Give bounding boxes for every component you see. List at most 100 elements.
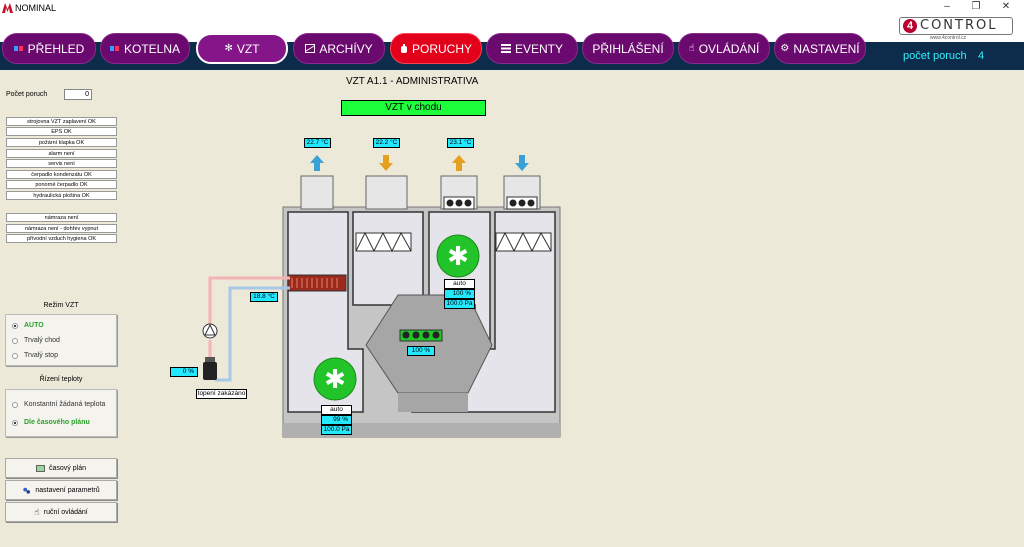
nav-poruchy[interactable]: PORUCHY xyxy=(390,33,482,64)
events-icon xyxy=(500,44,511,53)
snowflake-icon: ✻ xyxy=(224,43,233,54)
arrow-down-icon xyxy=(379,155,393,171)
supply-fan-icon: ✱ xyxy=(313,357,357,401)
manual-control-button[interactable]: ☝ ruční ovládání xyxy=(5,502,117,522)
nav-archivy[interactable]: ARCHÍVY xyxy=(293,33,385,64)
schedule-button-label: časový plán xyxy=(49,464,86,472)
mode-radio-group: AUTO Trvalý chod Trvalý stop xyxy=(5,314,117,366)
supply-fan-mode[interactable]: auto xyxy=(321,405,352,415)
exhaust-fan-icon: ✱ xyxy=(436,234,480,278)
mode-continuous-label: Trvalý chod xyxy=(24,337,60,344)
temp-control-radio-group: Konstantní žádaná teplota Dle časového p… xyxy=(5,389,117,437)
parameters-button-label: nastavení parametrů xyxy=(35,486,100,494)
alarm-icon xyxy=(400,43,407,53)
status-row: strojovna VZT zaplavení OK xyxy=(6,117,117,126)
nav-archivy-label: ARCHÍVY xyxy=(319,41,373,56)
nav-nastaveni[interactable]: ⚙ NASTAVENÍ xyxy=(774,33,866,64)
nav-poruchy-label: PORUCHY xyxy=(411,41,472,56)
mode-auto-radio[interactable]: AUTO xyxy=(12,322,44,329)
status-row: čerpadlo kondenzátu OK xyxy=(6,170,117,179)
gears-icon: ⚙ xyxy=(780,43,790,54)
filter-intake xyxy=(495,231,552,253)
overview-icon xyxy=(13,45,23,51)
status-row: ponorné čerpadlo OK xyxy=(6,180,117,189)
nav-ovladani[interactable]: ☝ OVLÁDÁNÍ xyxy=(678,33,770,64)
restore-button[interactable]: ❐ xyxy=(971,1,981,12)
schedule-button[interactable]: časový plán xyxy=(5,458,117,478)
mode-group-title: Režim VZT xyxy=(43,302,79,309)
recuperator-indicator xyxy=(399,329,443,342)
nav-eventy[interactable]: EVENTY xyxy=(486,33,578,64)
nav-prehled[interactable]: PŘEHLED xyxy=(2,33,96,64)
valve-actuator-icon xyxy=(203,357,217,380)
nav-kotelna[interactable]: KOTELNA xyxy=(100,33,190,64)
status-row: hydraulická plošina OK xyxy=(6,191,117,200)
heater-coil xyxy=(287,274,347,292)
hot-water-pipe xyxy=(208,276,290,330)
heating-status: topení zakázáno xyxy=(196,389,247,399)
brand-logo: 4 CONTROL xyxy=(899,17,1013,35)
pump-icon xyxy=(202,323,218,339)
arrow-up-icon xyxy=(452,155,466,171)
nav-vzt-label: VZT xyxy=(236,41,260,56)
nav-ovladani-label: OVLÁDÁNÍ xyxy=(698,41,760,56)
nav-vzt[interactable]: ✻ VZT xyxy=(196,33,288,64)
duct-1 xyxy=(300,175,334,210)
temp-constant-radio[interactable]: Konstantní žádaná teplota xyxy=(12,401,105,408)
brand-logo-text: CONTROL xyxy=(920,18,998,33)
radio-indicator xyxy=(12,322,18,329)
ahu-base xyxy=(283,423,560,437)
radio-indicator xyxy=(12,401,18,408)
nav-kotelna-label: KOTELNA xyxy=(123,41,180,56)
hand-icon: ☝ xyxy=(688,43,695,54)
damper-3 xyxy=(443,196,475,210)
brand-logo-digit: 4 xyxy=(903,19,917,33)
mode-continuous-radio[interactable]: Trvalý chod xyxy=(12,337,60,344)
heat-exchanger-bypass xyxy=(398,393,468,412)
window-title: NOMINAL xyxy=(15,3,57,13)
arrow-down-icon xyxy=(515,155,529,171)
header-fault-count-label: počet poruch xyxy=(903,50,967,62)
mode-stop-radio[interactable]: Trvalý stop xyxy=(12,352,58,359)
nav-prehled-label: PŘEHLED xyxy=(27,41,85,56)
radio-indicator xyxy=(12,352,18,359)
schedule-icon xyxy=(36,464,45,472)
duct-2 xyxy=(365,175,408,210)
duct-1-temperature: 22.7 °C xyxy=(304,138,331,148)
status-row: servis není xyxy=(6,159,117,168)
nav-prihlaseni-label: PŘIHLÁŠENÍ xyxy=(592,41,664,56)
status-row: požární klapka OK xyxy=(6,138,117,147)
supply-fan-pressure: 100.0 Pa xyxy=(321,425,352,435)
parameters-button[interactable]: nastavení parametrů xyxy=(5,480,117,500)
app-logo-icon xyxy=(2,3,13,13)
exhaust-fan-speed: 100 % xyxy=(444,289,475,299)
settings-icon xyxy=(23,487,31,494)
manual-control-button-label: ruční ovládání xyxy=(43,508,88,516)
exhaust-fan-mode[interactable]: auto xyxy=(444,279,475,289)
temp-schedule-label: Dle časového plánu xyxy=(24,419,90,426)
arrow-up-icon xyxy=(310,155,324,171)
close-button[interactable]: ✕ xyxy=(1001,1,1011,12)
nav-eventy-label: EVENTY xyxy=(514,41,563,56)
nav-prihlaseni[interactable]: PŘIHLÁŠENÍ xyxy=(582,33,674,64)
status-row: alarm není xyxy=(6,149,117,158)
temp-schedule-radio[interactable]: Dle časového plánu xyxy=(12,419,90,426)
duct-2-temperature: 22.2 °C xyxy=(373,138,400,148)
nav-nastaveni-label: NASTAVENÍ xyxy=(793,41,860,56)
brand-url: www.4control.cz xyxy=(930,35,967,41)
valve-position: 0 % xyxy=(170,367,198,377)
temp-control-group-title: Řízení teploty xyxy=(39,376,83,383)
status-row: námraza není xyxy=(6,213,117,222)
boiler-icon xyxy=(109,45,119,51)
damper-4 xyxy=(506,196,538,210)
svg-text:✱: ✱ xyxy=(324,365,346,395)
svg-text:✱: ✱ xyxy=(447,242,469,272)
recuperator-value: 100 % xyxy=(407,346,435,356)
minimize-button[interactable]: – xyxy=(944,1,950,12)
temp-constant-label: Konstantní žádaná teplota xyxy=(24,401,106,408)
filter-exhaust xyxy=(355,231,412,253)
window-titlebar: NOMINAL – ❐ ✕ xyxy=(0,0,1024,16)
mode-stop-label: Trvalý stop xyxy=(24,352,58,359)
unit-status-badge: VZT v chodu xyxy=(341,100,486,116)
heater-temperature: 18.8 °C xyxy=(250,292,278,302)
